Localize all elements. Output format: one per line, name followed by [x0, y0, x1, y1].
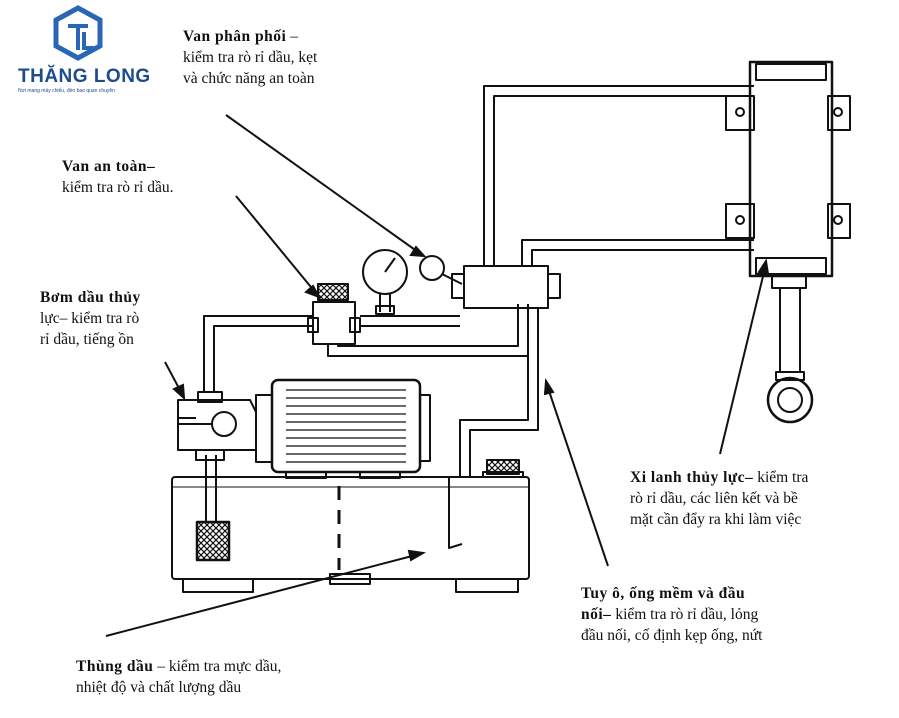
label-cylinder: Xi lanh thủy lực– kiểm tra rò rỉ dầu, cá… — [630, 469, 809, 528]
label-distributor-valve-title: Van phân phối — [183, 28, 287, 45]
label-cylinder-title: Xi lanh thủy lực– — [630, 469, 754, 486]
suction-filter — [195, 455, 231, 562]
label-safety-valve-title: Van an toàn– — [62, 158, 156, 175]
leader-arrows — [105, 114, 770, 637]
label-tank-title: Thùng dầu — [76, 658, 154, 675]
label-hoses-title: Tuy ô, ống mềm và đầu — [581, 585, 746, 602]
label-pump: Bơm dầu thủy lực– kiểm tra rò rỉ dầu, ti… — [40, 289, 141, 348]
hydraulic-pump — [177, 391, 257, 461]
label-pump-title: Bơm dầu thủy — [40, 289, 141, 306]
logo-name: THĂNG LONG — [18, 66, 151, 87]
cylinder-lines — [459, 85, 754, 477]
logo-tagline: Nơi mang máy chiếu, đèn bao quan chuyên — [18, 88, 115, 94]
distributor-valve-body — [419, 255, 561, 309]
pressure-line — [203, 315, 313, 392]
label-distributor-valve: Van phân phối – kiểm tra rò rỉ dầu, kẹt … — [183, 28, 318, 87]
electric-motor — [255, 378, 431, 479]
oil-tank — [171, 459, 530, 593]
label-tank: Thùng dầu – kiểm tra mực dầu, nhiệt độ v… — [76, 658, 282, 696]
pressure-gauge — [362, 249, 408, 315]
label-hoses: Tuy ô, ống mềm và đầu nối– kiểm tra rò r… — [581, 585, 763, 644]
hydraulic-cylinder — [725, 60, 851, 424]
safety-valve-body — [307, 283, 529, 357]
label-safety-valve: Van an toàn– kiểm tra rò rỉ dầu. — [62, 158, 174, 196]
company-logo — [53, 5, 103, 61]
